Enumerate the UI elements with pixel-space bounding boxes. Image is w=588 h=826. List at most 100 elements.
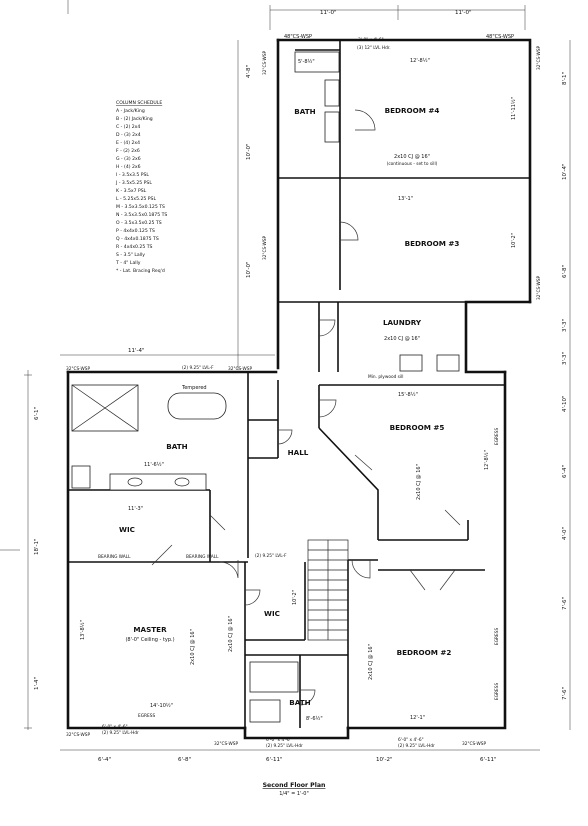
note-hdr-top: 3'-0" x 4'-6" <box>358 37 384 43</box>
note-bed2-width: 12'-1" <box>410 715 425 721</box>
dim-right-5: 4'-10" <box>562 395 568 412</box>
note-cs32-a: 32"CS-WSP <box>262 50 268 75</box>
schedule-item: I - 3.5x3.5 PSL <box>116 172 149 178</box>
note-hdr-top-2: (3) 12" LVL Hdr. <box>357 45 391 51</box>
schedule-item: P - 4x4x0.125 TS <box>116 228 155 234</box>
room-wic-hall: WIC <box>264 609 280 618</box>
note-bed5-width: 15'-8½" <box>398 391 418 398</box>
dim-right-2: 6'-8" <box>562 265 568 278</box>
exterior-walls <box>66 38 532 740</box>
room-bedroom-4: BEDROOM #4 <box>385 106 440 115</box>
note-master-width: 14'-10½" <box>150 702 173 709</box>
note-hdr-stair: (2) 9.25" LVL-F <box>255 553 287 559</box>
room-master: MASTER <box>133 625 167 634</box>
note-egress-1: EGRESS <box>138 713 155 719</box>
note-hall-joist: 2x10 CJ @ 16" <box>228 616 234 652</box>
note-cs32-i: 32"CS-WSP <box>462 741 487 747</box>
dim-bottom-0: 6'-4" <box>98 757 111 763</box>
schedule-title: COLUMN SCHEDULE <box>116 100 162 106</box>
note-cs32-g: 32"CS-WSP <box>66 732 91 738</box>
note-bed3-depth: 10'-2" <box>511 233 517 248</box>
dim-wing-1: 10'-0" <box>246 143 252 160</box>
room-bedroom-3: BEDROOM #3 <box>405 239 460 248</box>
note-bed4-width: 12'-8½" <box>410 57 430 64</box>
note-win-bot-1: 6'-0" x 4'-6" <box>102 724 128 730</box>
vanity-upper <box>324 111 340 143</box>
room-bedroom-5: BEDROOM #5 <box>390 423 445 432</box>
dim-wing-2: 10'-0" <box>246 261 252 278</box>
schedule-item: F - (2) 2x6 <box>116 148 140 154</box>
dim-top-left: 11'-0" <box>320 10 337 16</box>
dim-top-right: 11'-0" <box>455 10 472 16</box>
dim-left-2: 1'-4" <box>34 677 40 690</box>
toilet-upper <box>324 79 340 107</box>
schedule-item: J - 3.5x5.25 PSL <box>115 180 152 186</box>
note-master-joist: 2x10 CJ @ 16" <box>190 629 196 665</box>
note-cs32-c: 32"CS-WSP <box>536 45 542 70</box>
schedule-item: A - Jack/King <box>116 108 145 114</box>
schedule-item: E - (4) 2x4 <box>116 140 140 146</box>
interior-walls <box>68 40 530 728</box>
note-egress-2: EGRESS <box>494 428 500 445</box>
schedule-item: C - (2) 2x4 <box>116 124 140 130</box>
note-bed4-joist-2: (continuous - set to sill) <box>387 161 438 167</box>
note-bed4-joist: 2x10 CJ @ 16" <box>394 154 430 160</box>
dim-right-0: 8'-1" <box>562 72 568 85</box>
note-bed4-depth: 11'-11½" <box>510 97 517 120</box>
note-egress-3: EGRESS <box>494 628 500 645</box>
dim-right-9: 7'-6" <box>562 687 568 700</box>
schedule-item: Q - 4x4x0.1875 TS <box>116 236 159 242</box>
schedule-item: M - 3.5x3.5x0.125 TS <box>116 204 165 210</box>
dim-bottom-3: 10'-2" <box>376 757 393 763</box>
note-hdr-bot-1: (2) 9.25" LVL-Hdr <box>102 730 139 736</box>
note-bed3-width: 13'-1" <box>398 196 413 202</box>
dim-bottom-1: 6'-8" <box>178 757 191 763</box>
note-wic2-depth: 10'-2" <box>292 590 298 605</box>
room-bath-upper: BATH <box>294 107 315 116</box>
note-bed2-joist: 2x10 CJ @ 16" <box>368 644 374 680</box>
dim-left-0: 6'-1" <box>34 407 40 420</box>
plan-title: Second Floor Plan <box>263 782 326 789</box>
dim-bottom-4: 6'-11" <box>480 757 497 763</box>
dim-right-7: 4'-0" <box>562 527 568 540</box>
vanity-lower <box>249 699 281 723</box>
master-ceiling-note: (8'-0" Ceiling - typ.) <box>125 637 174 643</box>
note-bearing-1: BEARING WALL <box>98 554 131 560</box>
plumbing-fixtures <box>71 51 460 723</box>
dim-right-6: 6'-4" <box>562 465 568 478</box>
note-tempered: Tempered <box>181 385 207 391</box>
room-bath-lower: BATH <box>289 698 310 707</box>
note-cs32-b: 32"CS-WSP <box>262 235 268 260</box>
note-hdr-mid: (2) 9.25" LVL-F <box>182 365 214 371</box>
schedule-item: * - Lat. Bracing Req'd <box>116 268 165 274</box>
note-bed5-joist: 2x10 CJ @ 16" <box>416 464 422 500</box>
note-bath3-width: 8'-6½" <box>306 715 323 722</box>
dim-wing-0: 4'-8" <box>246 65 252 78</box>
note-hdr-bot-2: (2) 9.25" LVL-Hdr <box>266 743 303 749</box>
schedule-item: H - (4) 2x6 <box>116 164 141 170</box>
room-bath-master: BATH <box>166 442 187 451</box>
note-bath-master-width: 11'-6½" <box>144 461 164 468</box>
room-bedroom-2: BEDROOM #2 <box>397 648 452 657</box>
note-win-bot-3: 6'-0" x 4'-6" <box>398 737 424 743</box>
washer <box>399 354 423 372</box>
note-hs-top-right: 48"CS-WSP <box>486 34 514 40</box>
room-laundry: LAUNDRY <box>383 318 422 327</box>
note-win-bot-2: 6'-0" x 4'-6" <box>266 737 292 743</box>
door-swings <box>151 109 461 706</box>
dryer <box>436 354 460 372</box>
note-laundry-joist: 2x10 CJ @ 16" <box>384 336 420 342</box>
schedule-item: T - 4" Lally <box>115 260 141 266</box>
freestanding-tub <box>167 392 227 420</box>
note-bearing-2: BEARING WALL <box>186 554 219 560</box>
note-cs32-h: 32"CS-WSP <box>214 741 239 747</box>
note-hs-top-left: 48"CS-WSP <box>284 34 312 40</box>
bathtub-upper <box>294 51 340 73</box>
schedule-item: R - 4x4x0.25 TS <box>116 244 153 250</box>
column-schedule: COLUMN SCHEDULE A - Jack/King B - (2) Ja… <box>115 100 167 274</box>
schedule-item: B - (2) Jack/King <box>116 116 153 122</box>
schedule-item: G - (3) 2x6 <box>116 156 141 162</box>
room-hall: HALL <box>288 448 309 457</box>
schedule-item: K - 3.5x7 PSL <box>116 188 147 194</box>
